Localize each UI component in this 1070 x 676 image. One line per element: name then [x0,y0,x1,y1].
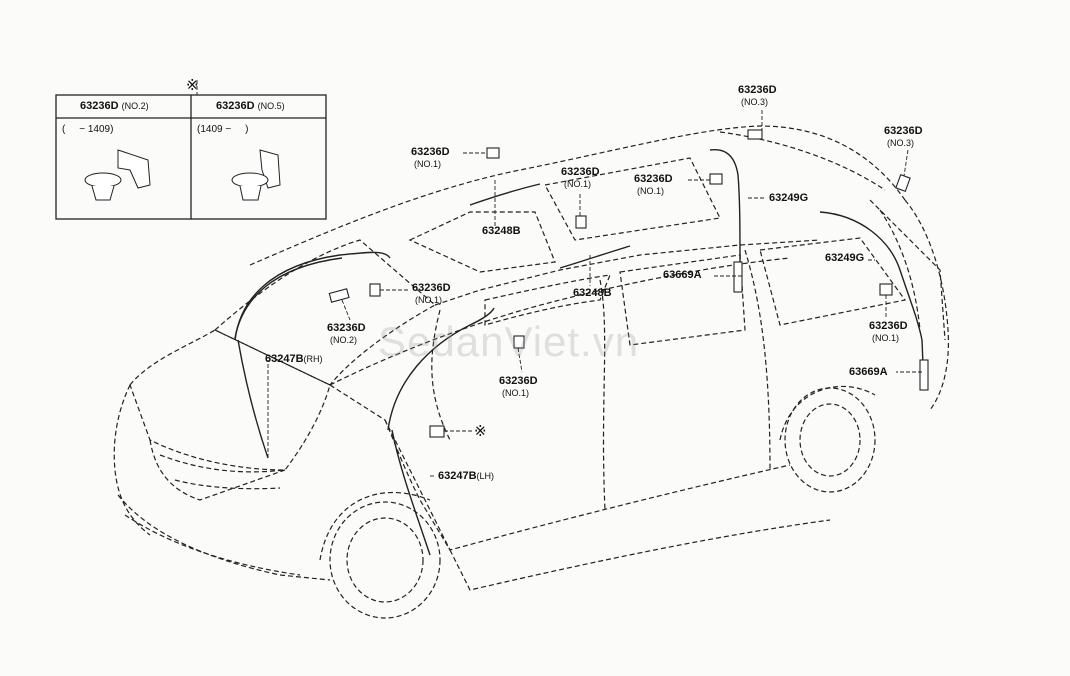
side-window-2 [619,254,746,346]
callout-c7-sub: (NO.2) [330,335,357,345]
clip-c6 [369,283,381,297]
callout-c2-sub: (NO.1) [564,179,591,189]
callout-63247b-rh: 63247B(RH) [265,353,323,365]
rear-quarter-window [759,237,907,326]
callout-c5-part: 63236D [884,125,923,137]
front-wheel [329,501,441,619]
callout-c3-sub: (NO.1) [637,186,664,196]
clip-c4 [747,129,763,140]
callout-63669a-left: 63669A [663,269,702,281]
clip-c5 [895,174,911,192]
callout-c6-part: 63236D [412,282,451,294]
callout-c1-sub: (NO.1) [414,159,441,169]
door-divider [599,279,606,511]
callout-63249g-right: 63249G [825,252,865,264]
callout-c2-part: 63236D [561,166,600,178]
clip-c9 [879,283,893,296]
inset-col2-range: (1409 − ) [197,124,249,135]
callout-63247b-lh: 63247B(LH) [438,470,495,482]
hood [129,329,331,471]
inset-col1-range: ( − 1409) [62,124,114,135]
sunroof-rear [544,157,721,241]
callout-star-mark: ※ [474,422,487,440]
clip-c1 [486,147,500,159]
callout-c3-part: 63236D [634,173,673,185]
inset-star-mark: ※ [186,76,199,94]
callout-63669a-right: 63669A [849,366,888,378]
rear-outline [904,199,949,411]
harness-63247b-rh [234,251,391,341]
windshield [213,239,437,386]
callout-c6-sub: (NO.1) [415,295,442,305]
clip-c2 [575,215,587,229]
clip-star [429,425,445,438]
callout-63248b-front: 63248B [482,225,521,237]
roof-outline [249,125,906,266]
clip-c8 [513,335,525,349]
callout-63249g-left: 63249G [769,192,809,204]
inset-clip-no2 [117,149,151,189]
callout-c8-part: 63236D [499,375,538,387]
callout-c4-sub: (NO.3) [741,97,768,107]
watermark: SedanViet.vn [378,318,640,365]
callout-c5-sub: (NO.3) [887,138,914,148]
callout-c7-part: 63236D [327,322,366,334]
callout-c9-part: 63236D [869,320,908,332]
valve-63669a-left [733,261,743,293]
callout-c1-part: 63236D [411,146,450,158]
valve-63669a-right [919,359,929,391]
clip-c3 [709,173,723,185]
callout-63248b-rear: 63248B [573,287,612,299]
harness-63247b-lh [387,307,495,431]
callout-c9-sub: (NO.1) [872,333,899,343]
side-lower [329,384,791,551]
inset-col2-part: 63236D (NO.5) [216,100,285,112]
hose-63249g-right [819,211,923,341]
hose-63248b-rear [559,245,631,269]
callout-c8-sub: (NO.1) [502,388,529,398]
sunroof-front [408,211,556,273]
hose-63248b-front [469,183,541,206]
hose-63249g-left [709,148,741,266]
callout-c4-part: 63236D [738,84,777,96]
inset-col1-part: 63236D (NO.2) [80,100,149,112]
side-window-1 [484,274,611,326]
clip-c7 [328,288,350,303]
